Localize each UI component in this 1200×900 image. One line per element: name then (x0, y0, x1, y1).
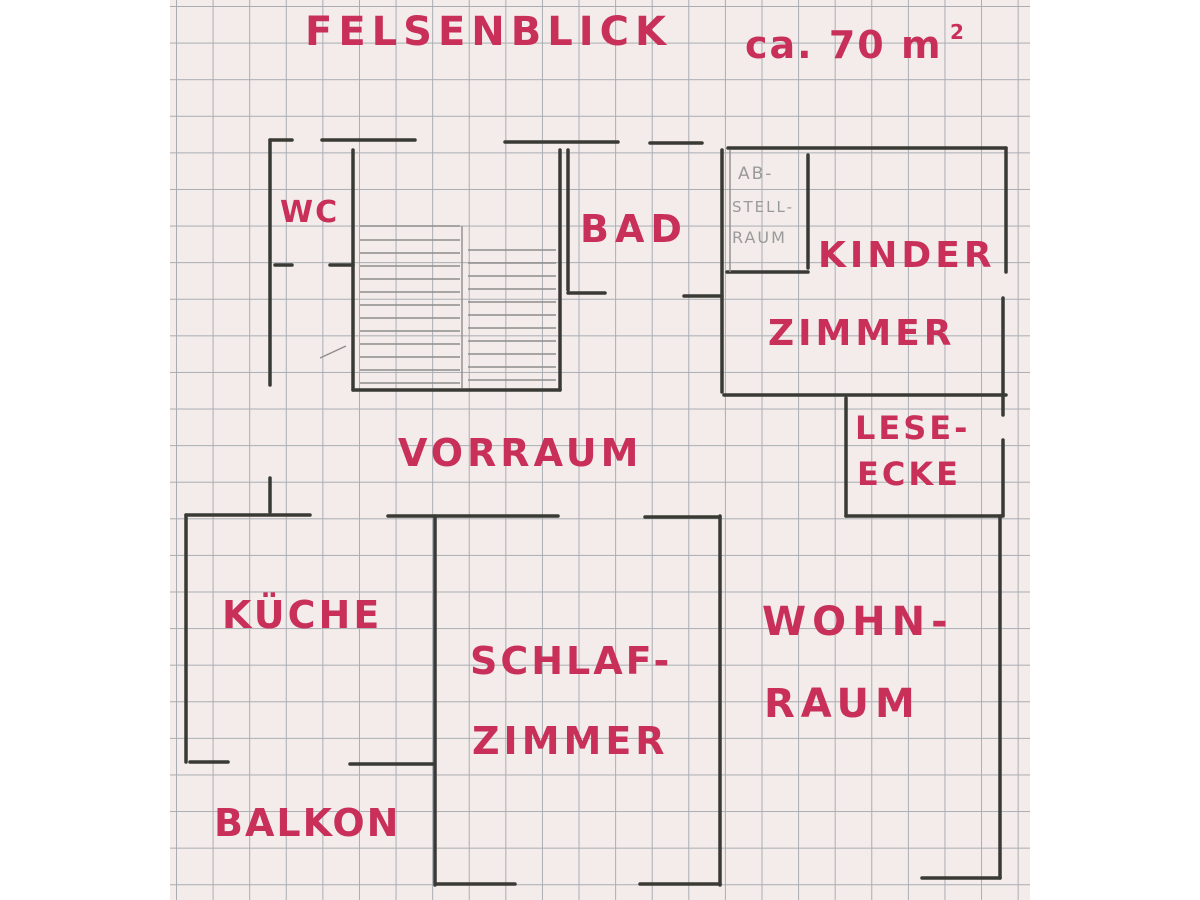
room-label-wohnraum-2: RAUM (764, 681, 921, 727)
room-label-schlafzimmer-2: ZIMMER (472, 719, 669, 763)
room-label-kinderzimmer-1: KINDER (818, 235, 996, 276)
stairs (319, 150, 731, 388)
room-label-wc: WC (280, 195, 340, 230)
room-label-leseecke-2: ECKE (857, 455, 961, 493)
plan-area: ca. 70 m (745, 23, 943, 67)
room-label-kinderzimmer-2: ZIMMER (768, 313, 956, 354)
plan-area-superscript: 2 (950, 20, 964, 44)
room-label-kueche: KÜCHE (222, 593, 383, 637)
room-label-abstellraum-2: STELL- (732, 198, 795, 216)
room-label-abstellraum-3: RAUM (732, 228, 787, 247)
room-label-bad: BAD (580, 207, 688, 251)
plan-title: FELSENBLICK (305, 9, 672, 55)
graph-paper (170, 0, 1030, 900)
room-label-leseecke-1: LESE- (855, 409, 971, 447)
room-label-vorraum: VORRAUM (398, 431, 643, 475)
room-label-abstellraum-1: AB- (738, 164, 774, 184)
room-label-schlafzimmer-1: SCHLAF- (470, 639, 673, 683)
room-label-wohnraum-1: WOHN- (762, 599, 954, 645)
room-label-balkon: BALKON (214, 801, 401, 845)
